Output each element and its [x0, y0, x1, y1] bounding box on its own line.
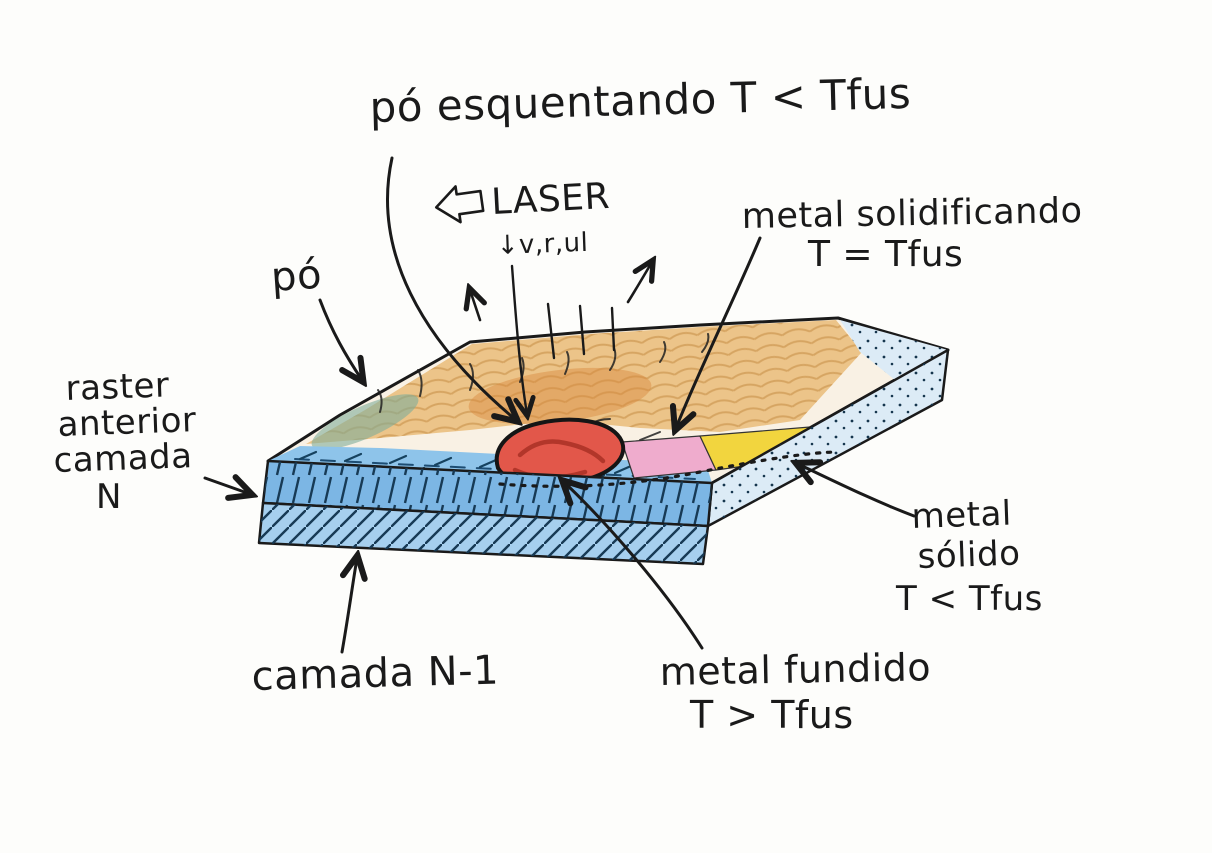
- laser-heat-rays: [546, 302, 616, 360]
- label-solid-3: T < Tfus: [895, 579, 1043, 619]
- laser-direction-arrow-icon: [434, 185, 485, 224]
- arrow-laser-beam: [510, 264, 527, 414]
- powder-green-patch: [311, 394, 419, 450]
- layer-n-minus-1-hatch: [259, 503, 708, 564]
- label-layer-n-minus-1: camada N-1: [251, 648, 500, 700]
- label-solid-1: metal: [911, 494, 1012, 537]
- powder-scribble-texture: [306, 320, 862, 444]
- arrow-solidifying: [676, 236, 762, 428]
- label-solidifying-2: T = Tfus: [807, 234, 963, 275]
- label-powder-heating: pó esquentando T < Tfus: [369, 69, 912, 132]
- label-raster-3: camada: [53, 436, 193, 481]
- annotation-arrows: [203, 156, 916, 654]
- label-solid-2: sólido: [917, 533, 1021, 577]
- label-laser-params: ↓v,r,ul: [496, 228, 589, 261]
- dotted-front-boundary: [498, 450, 840, 488]
- label-molten-1: metal fundido: [659, 645, 931, 694]
- arrow-heat-up-left: [470, 290, 480, 322]
- slab-drawing: [257, 316, 950, 566]
- arrow-powder-heating: [386, 156, 516, 420]
- label-raster-4: N: [96, 477, 122, 517]
- label-powder: pó: [269, 252, 323, 301]
- layer-n-front-hatch: [263, 461, 712, 526]
- arrow-molten: [564, 482, 704, 650]
- label-solidifying-1: metal solidificando: [741, 191, 1082, 237]
- arrow-layer-n-minus-1: [342, 558, 357, 654]
- arrow-raster-anterior: [203, 478, 250, 494]
- solidifying-region: [621, 435, 717, 479]
- label-laser: LASER: [490, 176, 611, 223]
- slab-right-side-dots: [708, 350, 948, 526]
- label-raster-1: raster: [65, 365, 170, 409]
- arrow-solid-metal: [798, 464, 916, 518]
- label-raster-2: anterior: [57, 400, 197, 445]
- label-molten-2: T > Tfus: [689, 693, 854, 737]
- arrow-powder: [318, 298, 362, 380]
- arrow-heat-up-right: [626, 262, 652, 304]
